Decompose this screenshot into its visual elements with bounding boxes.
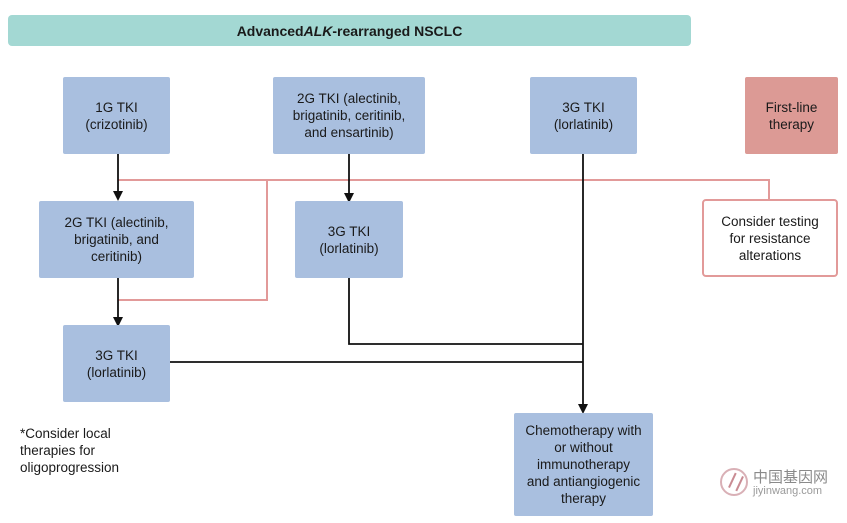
- watermark-logo: 中国基因网 jiyinwang.com: [720, 466, 838, 500]
- line-3g-middle-to-chemo: [348, 278, 583, 345]
- node-2g-top: 2G TKI (alectinib, brigatinib, ceritinib…: [273, 77, 425, 154]
- dna-icon: [720, 468, 748, 496]
- node-resistance-testing: Consider testing for resistance alterati…: [702, 199, 838, 277]
- title-suffix: -rearranged NSCLC: [332, 22, 463, 39]
- watermark-en: jiyinwang.com: [753, 485, 823, 497]
- title-gene: ALK: [303, 22, 333, 39]
- footnote: *Consider local therapies for oligoprogr…: [20, 426, 120, 475]
- node-1g-crizotinib: 1G TKI (crizotinib): [63, 77, 170, 154]
- node-chemotherapy: Chemotherapy with or without immunothera…: [514, 413, 653, 516]
- watermark-cn: 中国基因网: [753, 469, 829, 486]
- resistance-link-line: [118, 179, 770, 199]
- node-3g-top: 3G TKI (lorlatinib): [530, 77, 637, 154]
- legend-first-line: First-line therapy: [745, 77, 838, 154]
- resistance-link-line-left: [118, 180, 268, 301]
- diagram-title: Advanced ALK-rearranged NSCLC: [8, 15, 691, 46]
- title-prefix: Advanced: [236, 22, 304, 39]
- node-3g-bottom: 3G TKI (lorlatinib): [63, 325, 170, 402]
- node-3g-middle: 3G TKI (lorlatinib): [295, 201, 403, 278]
- node-2g-middle: 2G TKI (alectinib, brigatinib, and cerit…: [39, 201, 194, 278]
